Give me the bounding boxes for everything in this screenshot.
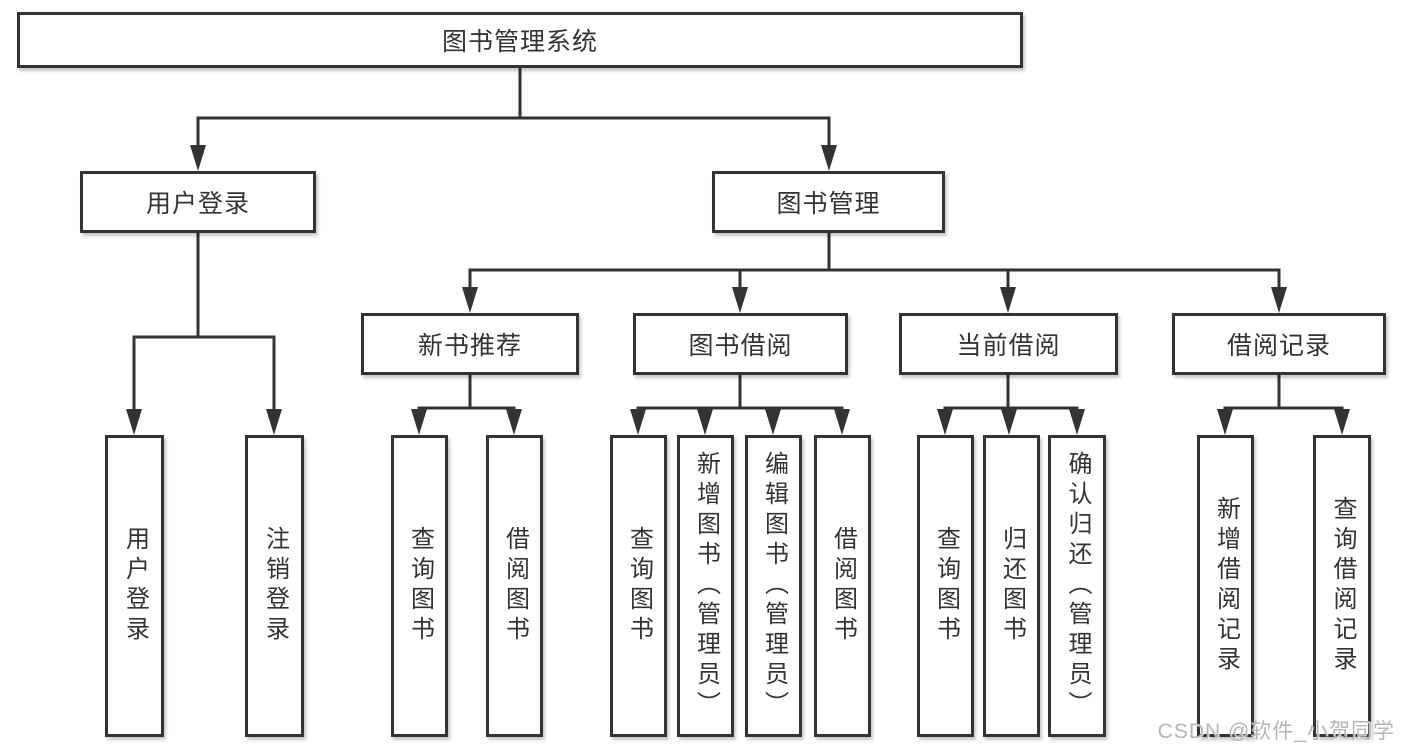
node-leaf-edit-book-admin: 编辑图书（管理员） bbox=[745, 435, 802, 737]
node-root: 图书管理系统 bbox=[17, 12, 1023, 68]
node-leaf-confirm-return-admin: 确认归还（管理员） bbox=[1048, 435, 1106, 737]
node-leaf-borrow-books: 借阅图书 bbox=[814, 435, 871, 737]
node-leaf-borrow-books-recommend: 借阅图书 bbox=[486, 435, 543, 737]
node-leaf-user-login: 用户登录 bbox=[105, 435, 164, 737]
connector-user-login bbox=[126, 233, 282, 435]
node-current-borrow: 当前借阅 bbox=[899, 313, 1118, 375]
node-leaf-query-borrow-record: 查询借阅记录 bbox=[1313, 435, 1371, 737]
connector-book-management bbox=[462, 233, 1287, 313]
connector-borrow-records bbox=[1217, 375, 1350, 435]
node-leaf-query-books-recommend: 查询图书 bbox=[391, 435, 448, 737]
node-user-login-branch: 用户登录 bbox=[80, 171, 316, 233]
node-leaf-query-books-borrow: 查询图书 bbox=[610, 435, 667, 737]
node-new-book-recommend: 新书推荐 bbox=[361, 313, 579, 375]
connector-new-book-recommend bbox=[411, 375, 522, 435]
node-leaf-query-books-current: 查询图书 bbox=[917, 435, 974, 737]
connector-current-borrow bbox=[937, 375, 1085, 435]
node-borrow-records: 借阅记录 bbox=[1172, 313, 1386, 375]
node-leaf-return-book: 归还图书 bbox=[983, 435, 1040, 737]
connector-book-borrow bbox=[630, 375, 850, 435]
node-leaf-add-book-admin: 新增图书（管理员） bbox=[677, 435, 734, 737]
node-book-borrow: 图书借阅 bbox=[633, 313, 848, 375]
node-leaf-logout: 注销登录 bbox=[245, 435, 304, 737]
node-book-management-branch: 图书管理 bbox=[712, 171, 945, 233]
connector-root bbox=[190, 68, 837, 171]
node-leaf-add-borrow-record: 新增借阅记录 bbox=[1197, 435, 1254, 737]
